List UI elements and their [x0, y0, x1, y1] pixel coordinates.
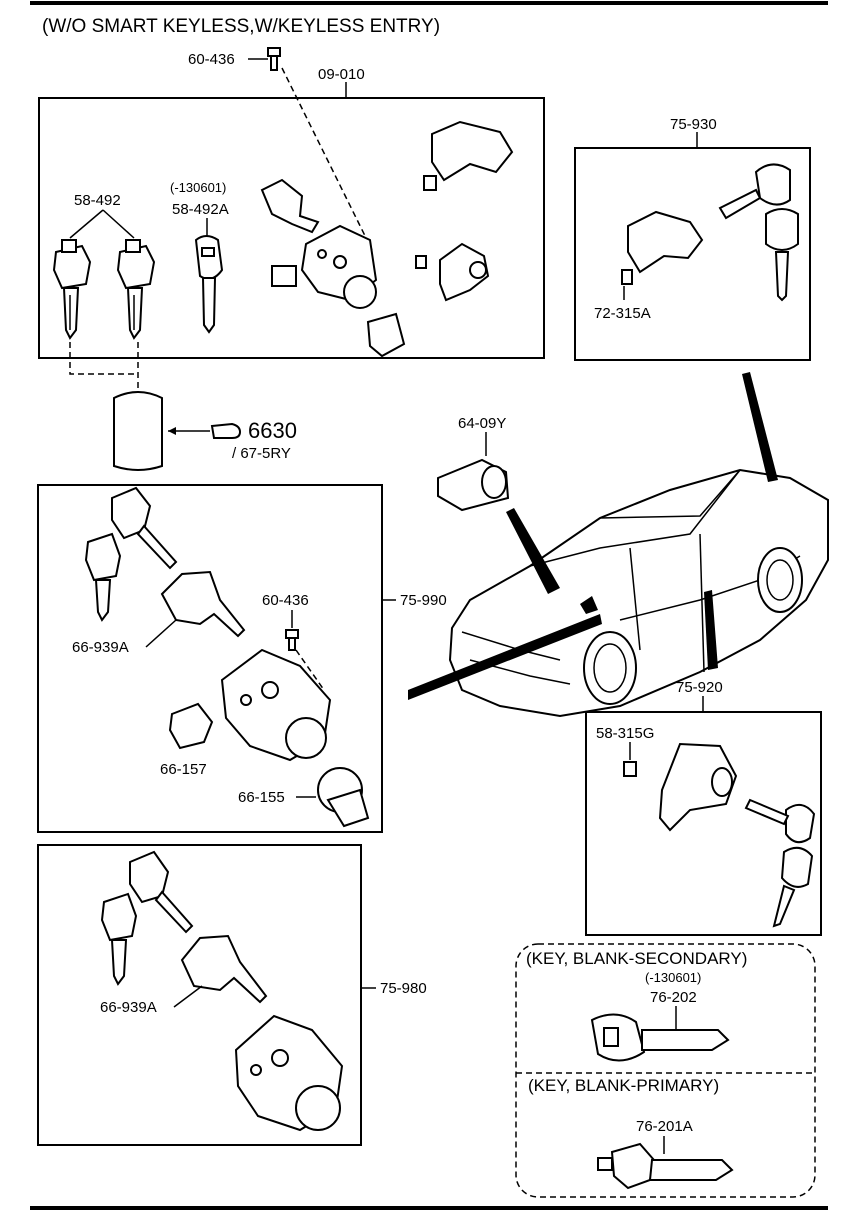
dash-bolt-mid	[295, 649, 325, 691]
dash-bolt-top	[281, 67, 373, 251]
pointer-wedge-column	[408, 614, 602, 700]
leader-key2	[102, 209, 135, 239]
clip-icon	[623, 761, 637, 777]
label-58-315g: 58-315G	[596, 725, 654, 742]
column-cover-icon	[113, 391, 163, 471]
steering-lock-body	[220, 648, 332, 762]
leader-key1	[69, 209, 104, 239]
remote-key-icon	[116, 239, 156, 340]
trunk-lock-box	[574, 147, 811, 361]
primary-title: (KEY, BLANK-PRIMARY)	[528, 1076, 719, 1095]
bolt-icon	[267, 47, 281, 71]
label-64-09y: 64-09Y	[458, 415, 506, 432]
remote-key-icon	[52, 239, 92, 340]
remote-key-icon	[129, 850, 194, 934]
pointing-hand-icon	[210, 422, 242, 439]
pointer-wedge-door	[704, 590, 718, 670]
leader-66-939a-2	[173, 985, 203, 1008]
pointer-mark	[580, 596, 598, 614]
assy-box-75-980	[37, 844, 362, 1146]
label-58-492a: 58-492A	[172, 201, 229, 218]
primary-part: 76-201A	[636, 1118, 693, 1135]
secondary-date: (-130601)	[645, 970, 701, 985]
assy-box-75-990	[37, 484, 383, 833]
secondary-title: (KEY, BLANK-SECONDARY)	[526, 949, 747, 968]
car-illustration	[448, 468, 829, 718]
ignition-cylinder-icon	[160, 570, 246, 638]
label-6630: 6630	[248, 418, 297, 443]
label-66-157: 66-157	[160, 761, 207, 778]
trunk-lock-cylinder-top	[423, 120, 514, 191]
trunk-lock-cylinder	[621, 210, 704, 285]
lock-cylinder-icon	[437, 458, 510, 512]
key-icon	[194, 235, 224, 334]
label-66-939a-2: 66-939A	[100, 999, 157, 1016]
label-67-5ry: / 67-5RY	[232, 445, 291, 462]
remote-key-icon	[111, 486, 178, 570]
switch-part-66-155	[317, 767, 370, 828]
blank-key-secondary-icon	[590, 1013, 730, 1062]
key-icon	[765, 208, 799, 302]
pointer-wedge-cyl	[506, 508, 560, 594]
assy-box-09-010	[38, 97, 545, 359]
steering-lock-assembly	[260, 178, 406, 358]
remote-key-icon	[100, 892, 138, 986]
blank-keys-box	[515, 943, 816, 1198]
label-75-920: 75-920	[676, 679, 723, 696]
steering-lock-body	[234, 1014, 344, 1132]
dash-keys-6630	[69, 342, 139, 395]
pointer-wedge-trunk	[742, 372, 778, 482]
blank-key-primary-icon	[597, 1142, 734, 1190]
label-bolt-top: 60-436	[188, 51, 235, 68]
leader-66-939a-1	[145, 619, 177, 648]
key-icon	[718, 163, 791, 220]
label-66-939a-1: 66-939A	[72, 639, 129, 656]
remote-key-icon	[84, 532, 122, 622]
label-75-980: 75-980	[380, 980, 427, 997]
ignition-cylinder-icon	[180, 934, 268, 1004]
secondary-part: 76-202	[650, 989, 697, 1006]
label-key-a-date: (-130601)	[170, 180, 226, 195]
bolt-icon	[285, 629, 299, 651]
switch-part-66-157	[168, 702, 214, 750]
label-60-436-mid: 60-436	[262, 592, 309, 609]
page-title: (W/O SMART KEYLESS,W/KEYLESS ENTRY)	[42, 16, 440, 37]
label-58-492: 58-492	[74, 192, 121, 209]
door-lock-cylinder-top	[415, 242, 490, 302]
label-72-315a: 72-315A	[594, 305, 651, 322]
label-75-990: 75-990	[400, 592, 447, 609]
arrow-6630	[168, 427, 176, 435]
label-09-010: 09-010	[318, 66, 365, 83]
door-lock-cylinder	[658, 742, 738, 832]
key-icon	[744, 798, 816, 844]
key-icon	[772, 846, 814, 928]
label-66-155: 66-155	[238, 789, 285, 806]
label-75-930: 75-930	[670, 116, 717, 133]
